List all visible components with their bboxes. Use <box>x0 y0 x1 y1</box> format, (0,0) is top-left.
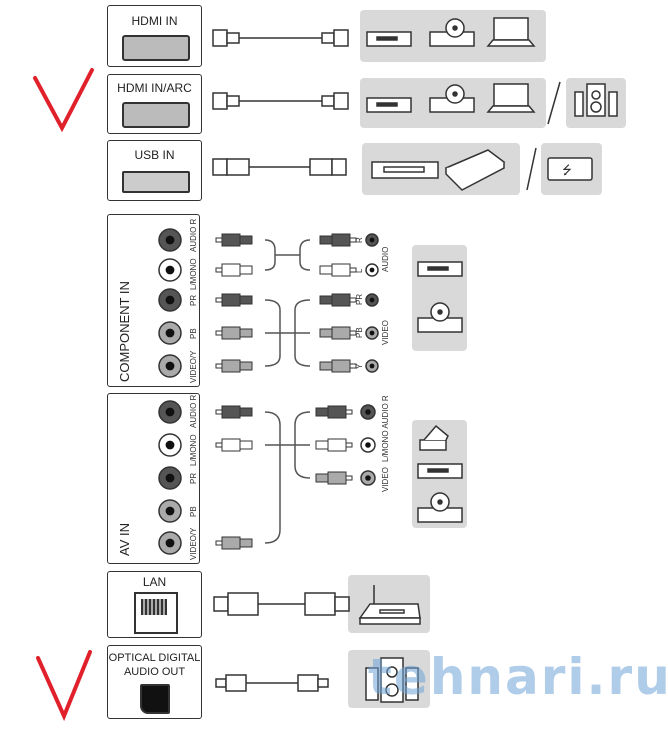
rca-plug <box>215 297 223 303</box>
jack-label-l-mono: L/MONO <box>189 258 198 290</box>
router-icon <box>358 585 421 625</box>
speaker-system-icon <box>365 657 419 703</box>
device-label-video: VIDEO <box>381 320 390 345</box>
device-label-av-audio: L/MONO AUDIO R <box>381 395 390 462</box>
hdmi-port-icon <box>122 102 190 128</box>
device-label-audio: AUDIO <box>381 247 390 272</box>
hdmi-arc-label: HDMI IN/ARC <box>117 81 192 95</box>
rca-plug <box>315 440 329 450</box>
watermark: tehnari.ru <box>368 648 668 706</box>
av-in-label: AV IN <box>117 523 132 556</box>
usb-cable <box>212 158 347 176</box>
jack-label-pb: PB <box>189 328 198 339</box>
rca-plug <box>319 328 333 338</box>
optical-cable <box>215 674 329 692</box>
optical-port-icon <box>140 684 170 714</box>
bluray-player-icon <box>417 302 463 333</box>
component-cable-wires <box>264 239 311 367</box>
jack-label-audio-r: AUDIO R <box>189 218 198 252</box>
jack-label-audio-r: AUDIO R <box>189 394 198 428</box>
hdmi-arc-cable <box>212 92 349 110</box>
bluray-player-icon <box>429 18 475 47</box>
rca-plug <box>319 235 333 245</box>
dvd-player-icon <box>417 463 463 479</box>
device-label-pb: PB <box>355 327 364 338</box>
jack-label-pr: PR <box>189 473 198 484</box>
lan-cable <box>213 592 350 616</box>
rca-plug <box>319 361 333 371</box>
jack-label-l-mono: L/MONO <box>189 434 198 466</box>
speaker-system-icon <box>574 83 618 117</box>
jack-label-video-y: VIDEO/Y <box>189 350 198 383</box>
dvd-player-icon <box>417 261 463 277</box>
optical-label-line2: AUDIO OUT <box>123 666 186 678</box>
rca-plug <box>215 237 223 243</box>
device-label-l: L <box>355 268 364 273</box>
separator-slash <box>547 81 561 125</box>
optical-label-line1: OPTICAL DIGITAL <box>108 652 201 664</box>
svg-text:⭍: ⭍ <box>562 163 572 177</box>
dvd-player-icon <box>366 31 412 47</box>
set-top-box-icon <box>371 161 439 179</box>
camcorder-icon <box>419 424 449 451</box>
dvd-player-icon <box>366 97 412 113</box>
usb-in-port-box: USB IN <box>107 140 202 201</box>
hdmi-cable <box>212 29 349 47</box>
usb-port-icon <box>122 171 190 193</box>
red-check-mark-optical <box>36 650 92 722</box>
rca-plug <box>315 473 329 483</box>
rca-plug <box>215 540 223 546</box>
rca-plug <box>215 267 223 273</box>
av-in-port-box <box>107 393 200 564</box>
external-hdd-icon <box>444 149 506 191</box>
red-check-mark-hdmi-arc <box>33 68 94 133</box>
device-label-pr: PR <box>355 294 364 305</box>
rca-plug <box>319 295 333 305</box>
jack-label-pr: PR <box>189 295 198 306</box>
av-cable-wires <box>264 411 311 544</box>
rca-plug <box>215 442 223 448</box>
hdmi-in-port-box: HDMI IN <box>107 5 202 67</box>
hdmi-in-label: HDMI IN <box>131 14 178 28</box>
ethernet-port-icon <box>134 592 178 634</box>
usb-in-label: USB IN <box>134 148 175 162</box>
rca-plug <box>215 409 223 415</box>
separator-slash <box>526 147 537 191</box>
component-in-port-box <box>107 214 200 387</box>
bluray-player-icon <box>417 492 463 523</box>
rca-plug <box>315 407 329 417</box>
device-label-r: R <box>355 237 364 243</box>
usb-stick-icon: ⭍ <box>547 157 593 181</box>
jack-label-pb: PB <box>189 506 198 517</box>
bluray-player-icon <box>429 84 475 113</box>
hdmi-arc-port-box: HDMI IN/ARC <box>107 74 202 134</box>
rca-plug <box>215 363 223 369</box>
laptop-icon <box>486 17 536 47</box>
jack-label-video-y: VIDEO/Y <box>189 527 198 560</box>
lan-label: LAN <box>142 575 167 589</box>
hdmi-port-icon <box>122 35 190 61</box>
device-label-y: Y <box>355 363 364 369</box>
lan-port-box: LAN <box>107 571 202 638</box>
device-label-av-video: VIDEO <box>381 467 390 492</box>
component-in-label: COMPONENT IN <box>117 281 132 382</box>
rca-plug <box>215 330 223 336</box>
laptop-icon <box>486 83 536 113</box>
optical-port-box: OPTICAL DIGITAL AUDIO OUT <box>107 645 202 719</box>
rca-plug <box>319 265 333 275</box>
